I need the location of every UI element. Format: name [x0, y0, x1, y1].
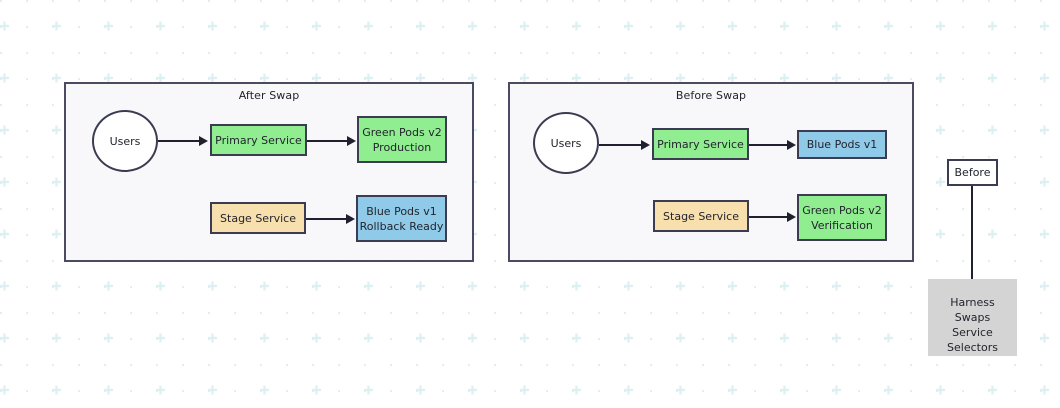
- arrowhead-users-to-primary-after: [199, 136, 208, 146]
- node-label: Blue Pods v1: [806, 138, 878, 151]
- node-label: Before: [954, 166, 991, 179]
- edge-primary-to-blue-before: [749, 144, 788, 146]
- node-label: Primary Service: [657, 137, 744, 151]
- edge-label-harness-swaps-service-selectors: Harness Swaps Service Selectors: [928, 279, 1017, 356]
- arrowhead-stage-to-blue-after: [346, 214, 355, 224]
- node-blue-pods-v1-rollback-ready[interactable]: Blue Pods v1 Rollback Ready: [356, 195, 447, 242]
- node-primary-service-after[interactable]: Primary Service: [210, 124, 307, 156]
- node-green-pods-v2-verification[interactable]: Green Pods v2 Verification: [797, 194, 887, 241]
- arrowhead-primary-to-blue-before: [787, 140, 796, 150]
- edge-primary-to-green-after: [307, 140, 348, 142]
- group-title-after-swap: After Swap: [238, 89, 300, 102]
- edge-users-to-primary-after: [158, 140, 200, 142]
- node-green-pods-v2-production[interactable]: Green Pods v2 Production: [357, 116, 447, 163]
- group-title-before-swap: Before Swap: [675, 89, 747, 102]
- node-users-after[interactable]: Users: [92, 110, 158, 172]
- edge-stage-to-green-before: [749, 216, 788, 218]
- node-label: Users: [109, 134, 141, 148]
- node-stage-service-before[interactable]: Stage Service: [653, 200, 749, 232]
- node-label: Users: [550, 136, 582, 150]
- node-label: Primary Service: [215, 133, 302, 147]
- edge-label-text: Harness Swaps Service Selectors: [947, 296, 998, 354]
- node-label: Green Pods v2 Verification: [802, 203, 882, 232]
- node-stage-service-after[interactable]: Stage Service: [210, 202, 306, 234]
- edge-before-to-after: [971, 186, 973, 319]
- node-users-before[interactable]: Users: [533, 112, 599, 174]
- node-label: Green Pods v2 Production: [362, 125, 442, 154]
- arrowhead-users-to-primary-before: [641, 140, 650, 150]
- arrowhead-stage-to-green-before: [787, 212, 796, 222]
- arrowhead-primary-to-green-after: [347, 136, 356, 146]
- edge-users-to-primary-before: [599, 144, 642, 146]
- node-label: Stage Service: [220, 211, 296, 225]
- node-label: Stage Service: [663, 209, 739, 223]
- edge-stage-to-blue-after: [306, 218, 347, 220]
- node-primary-service-before[interactable]: Primary Service: [652, 128, 749, 160]
- node-label: Blue Pods v1 Rollback Ready: [359, 204, 444, 233]
- node-blue-pods-v1[interactable]: Blue Pods v1: [797, 130, 887, 159]
- node-before-step[interactable]: Before: [947, 159, 998, 186]
